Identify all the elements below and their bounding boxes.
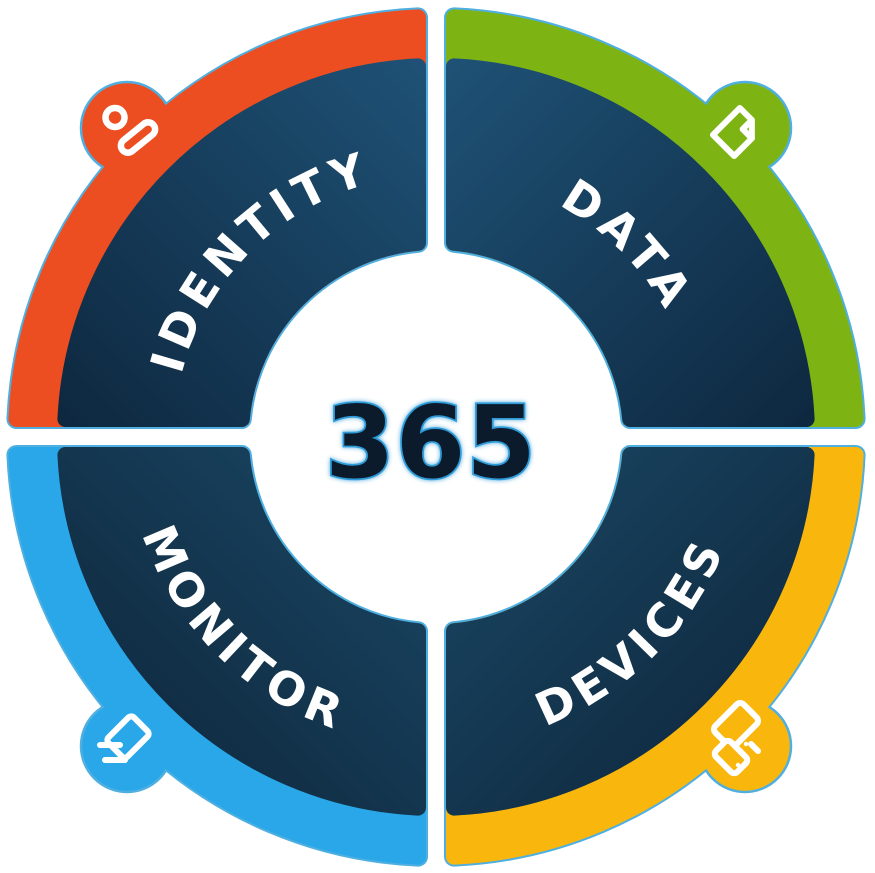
center-label-365: 365 — [325, 384, 537, 501]
person-icon — [102, 104, 159, 156]
monitor-segment-body — [57, 447, 426, 816]
devices-icon — [711, 700, 761, 777]
data-segment-body — [446, 58, 815, 427]
identity-segment-body — [57, 58, 426, 427]
segment-data: DATA — [444, 7, 866, 429]
segment-identity: IDENTITY — [6, 7, 428, 429]
segment-devices: DEVICES — [444, 445, 866, 867]
document-icon — [709, 104, 755, 160]
monitor-icon — [97, 713, 152, 763]
devices-segment-body — [446, 447, 815, 816]
segment-monitor: MONITOR — [6, 445, 428, 867]
